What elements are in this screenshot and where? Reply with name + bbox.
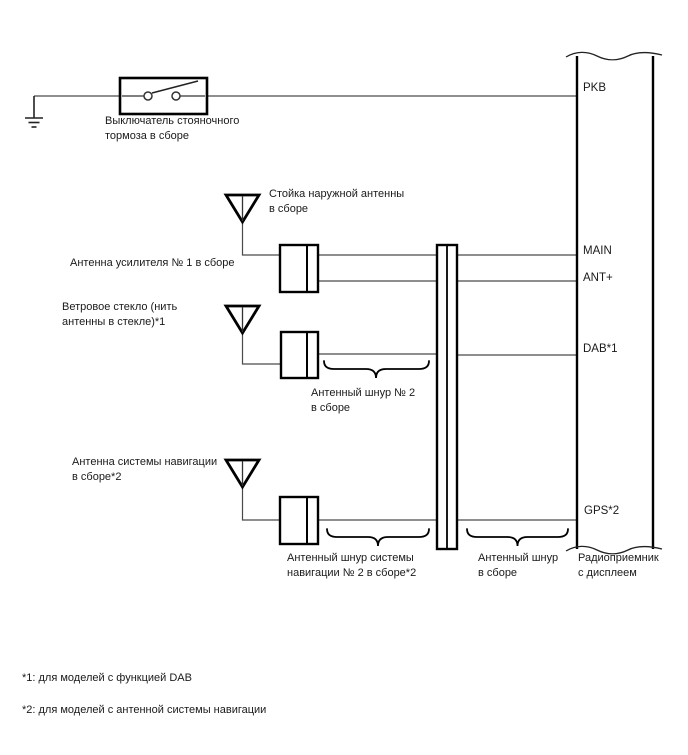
break-line-bottom (565, 545, 663, 555)
ground-icon (25, 96, 43, 128)
brace-nav-antenna-cord (326, 528, 430, 547)
pin-label-dab: DAB*1 (583, 343, 618, 355)
wires (34, 95, 577, 521)
footnote-2: *2: для моделей с антенной системы навиг… (22, 704, 267, 716)
pin-label-ant: ANT+ (583, 272, 613, 284)
break-line-top (565, 51, 663, 61)
footnote-1: *1: для моделей с функцией DAB (22, 672, 192, 684)
connector-box-antenna1 (278, 243, 320, 294)
wire-antenna3-to-box3 (241, 486, 280, 521)
antenna1-icon (223, 193, 262, 225)
label-antenna-cord-2: Антенный шнур № 2 в сборе (311, 387, 416, 414)
label-amplifier-antenna-1: Антенна усилителя № 1 в сборе (70, 257, 235, 269)
wire-antenna1-to-box1 (241, 221, 280, 256)
antenna2-icon (223, 304, 262, 336)
parking-brake-switch-icon (118, 76, 209, 116)
connector-box-antenna3 (278, 495, 320, 546)
label-parking-brake-switch: Выключатель стояночного тормоза в сборе (105, 115, 240, 142)
label-antenna-pole: Стойка наружной антенны в сборе (269, 188, 405, 215)
label-radio-receiver: Радиоприемник с дисплеем (578, 552, 659, 579)
radio-receiver-box (565, 51, 663, 555)
label-antenna-cord: Антенный шнур в сборе (478, 552, 559, 579)
brace-antenna-cord (466, 528, 569, 547)
brace-antenna-cord-2 (323, 360, 430, 379)
connector-box-antenna2 (279, 330, 320, 380)
pin-label-pkb: PKB (583, 82, 607, 94)
label-nav-antenna-cord: Антенный шнур системы навигации № 2 в сб… (287, 552, 417, 579)
label-windshield-antenna: Ветровое стекло (нить антенны в стекле)*… (62, 301, 178, 328)
label-nav-antenna: Антенна системы навигации в сборе*2 (72, 456, 218, 483)
antenna3-icon (223, 458, 262, 490)
wire-antenna2-to-box2 (241, 332, 281, 365)
pin-label-main: MAIN (583, 245, 612, 257)
inline-junction-connector (435, 243, 459, 551)
pin-label-gps: GPS*2 (584, 505, 620, 517)
